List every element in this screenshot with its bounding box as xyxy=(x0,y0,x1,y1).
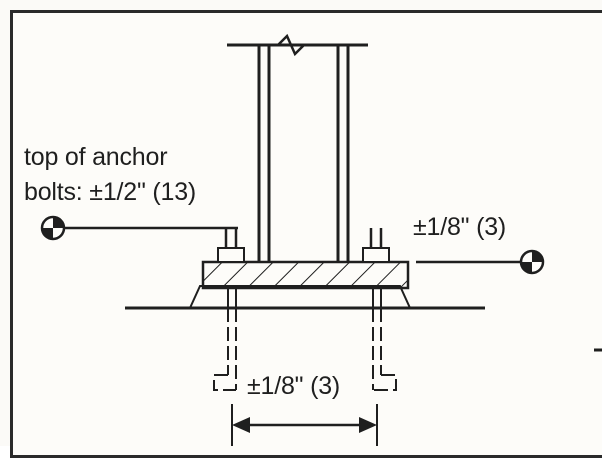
right-anchor-bolt xyxy=(362,228,397,391)
left-anchor-bolt xyxy=(213,228,245,391)
column-section xyxy=(227,33,368,262)
diagram-drawing xyxy=(40,33,602,446)
left-label-line1: top of anchor xyxy=(24,143,168,171)
datum-target-icon xyxy=(40,215,66,241)
anchor-bolt-tolerance-diagram: top of anchor bolts: ±1/2" (13) ±1/8" (3… xyxy=(10,10,602,458)
grout-pad xyxy=(188,285,412,309)
bolt-spacing-dimension xyxy=(231,404,378,446)
bottom-tolerance-label: ±1/8" (3) xyxy=(247,372,341,400)
diagram-frame xyxy=(10,10,602,458)
datum-target-icon xyxy=(519,249,545,275)
base-plate xyxy=(201,260,410,290)
left-label-line2: bolts: ±1/2" (13) xyxy=(24,178,197,206)
right-tolerance-label: ±1/8" (3) xyxy=(413,213,507,241)
